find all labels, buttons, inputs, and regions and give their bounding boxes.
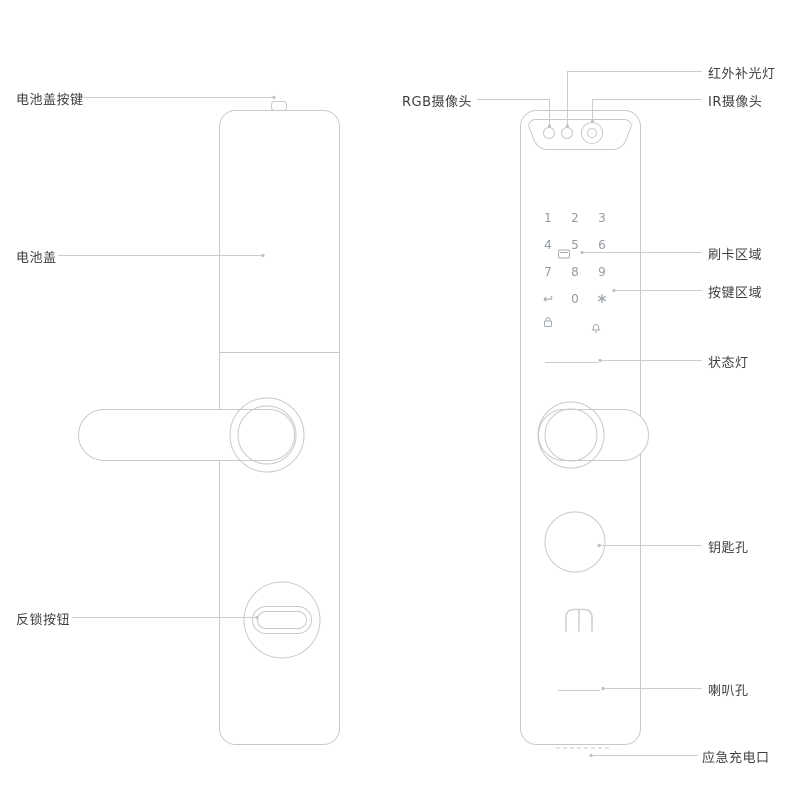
right-handle-boss-inner [544, 408, 598, 462]
keypad-key-1: 1 [544, 211, 552, 225]
label-ir-fill-light: 红外补光灯 [708, 67, 776, 82]
keypad-key-7: 7 [544, 265, 552, 279]
leader-rgb-camera [477, 99, 550, 125]
label-battery-cover-button: 电池盖按键 [16, 93, 84, 108]
anti-lock-knob-inner [257, 611, 307, 629]
leader-ir-camera [592, 99, 702, 120]
left-handle-boss-inner [237, 405, 297, 465]
keypad-key-9: 9 [598, 265, 606, 279]
label-emergency-charge-port: 应急充电口 [702, 751, 770, 766]
camera-module [528, 119, 632, 150]
lock-icon [543, 317, 554, 328]
label-anti-lock-button: 反锁按钮 [16, 613, 71, 628]
keypad-key-5: 5 [571, 238, 579, 252]
label-ir-camera: IR摄像头 [708, 95, 763, 110]
keypad-key-0: 0 [571, 292, 579, 306]
back-key-icon: ↩ [542, 292, 554, 306]
label-keypad-area: 按键区域 [708, 286, 763, 301]
right-lock-drawing [520, 110, 649, 749]
label-keyhole: 钥匙孔 [708, 541, 749, 556]
mi-logo [565, 608, 593, 632]
ir-camera-lens-inner [587, 128, 597, 138]
anti-lock-ring [243, 581, 321, 659]
right-handle-boss-outer [537, 401, 605, 469]
label-speaker-hole: 喇叭孔 [708, 684, 749, 699]
battery-cover-button-tab [271, 101, 287, 111]
keypad-key-3: 3 [598, 211, 606, 225]
rgb-camera-lens [543, 127, 555, 139]
left-handle-boss-outer [229, 397, 305, 473]
bell-icon [591, 323, 602, 334]
keypad-key-8: 8 [571, 265, 579, 279]
right-handle [538, 409, 649, 461]
left-lock-drawing [78, 101, 340, 745]
ir-camera-lens-outer [581, 122, 603, 144]
leader-ir-fill-light [567, 71, 702, 125]
label-card-swipe-area: 刷卡区域 [708, 248, 763, 263]
keyhole-circle [544, 511, 606, 573]
keypad-key-4: 4 [544, 238, 552, 252]
ir-fill-light-lens [561, 127, 573, 139]
card-icon [558, 249, 570, 259]
leader-lines [58, 71, 702, 756]
left-handle [78, 409, 295, 461]
leader-dots [255, 95, 616, 758]
label-battery-cover: 电池盖 [16, 251, 57, 266]
asterisk-key-icon: ∗ [596, 291, 608, 307]
anti-lock-knob-outer [252, 606, 312, 634]
label-rgb-camera: RGB摄像头 [401, 95, 472, 110]
label-status-light: 状态灯 [708, 356, 749, 371]
keypad-key-2: 2 [571, 211, 579, 225]
keypad-key-6: 6 [598, 238, 606, 252]
